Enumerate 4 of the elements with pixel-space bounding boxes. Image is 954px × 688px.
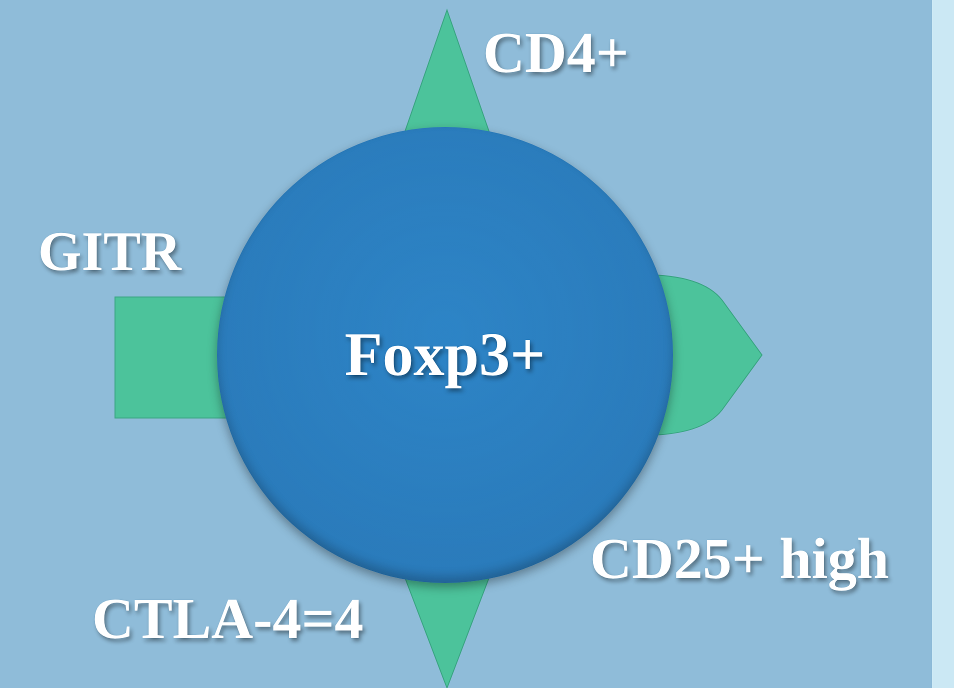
marker-label: GITR <box>38 224 182 280</box>
marker-label: CD4+ <box>483 24 629 82</box>
circle-label: Foxp3+ <box>344 324 546 386</box>
marker-label: CTLA-4=4 <box>92 590 364 648</box>
